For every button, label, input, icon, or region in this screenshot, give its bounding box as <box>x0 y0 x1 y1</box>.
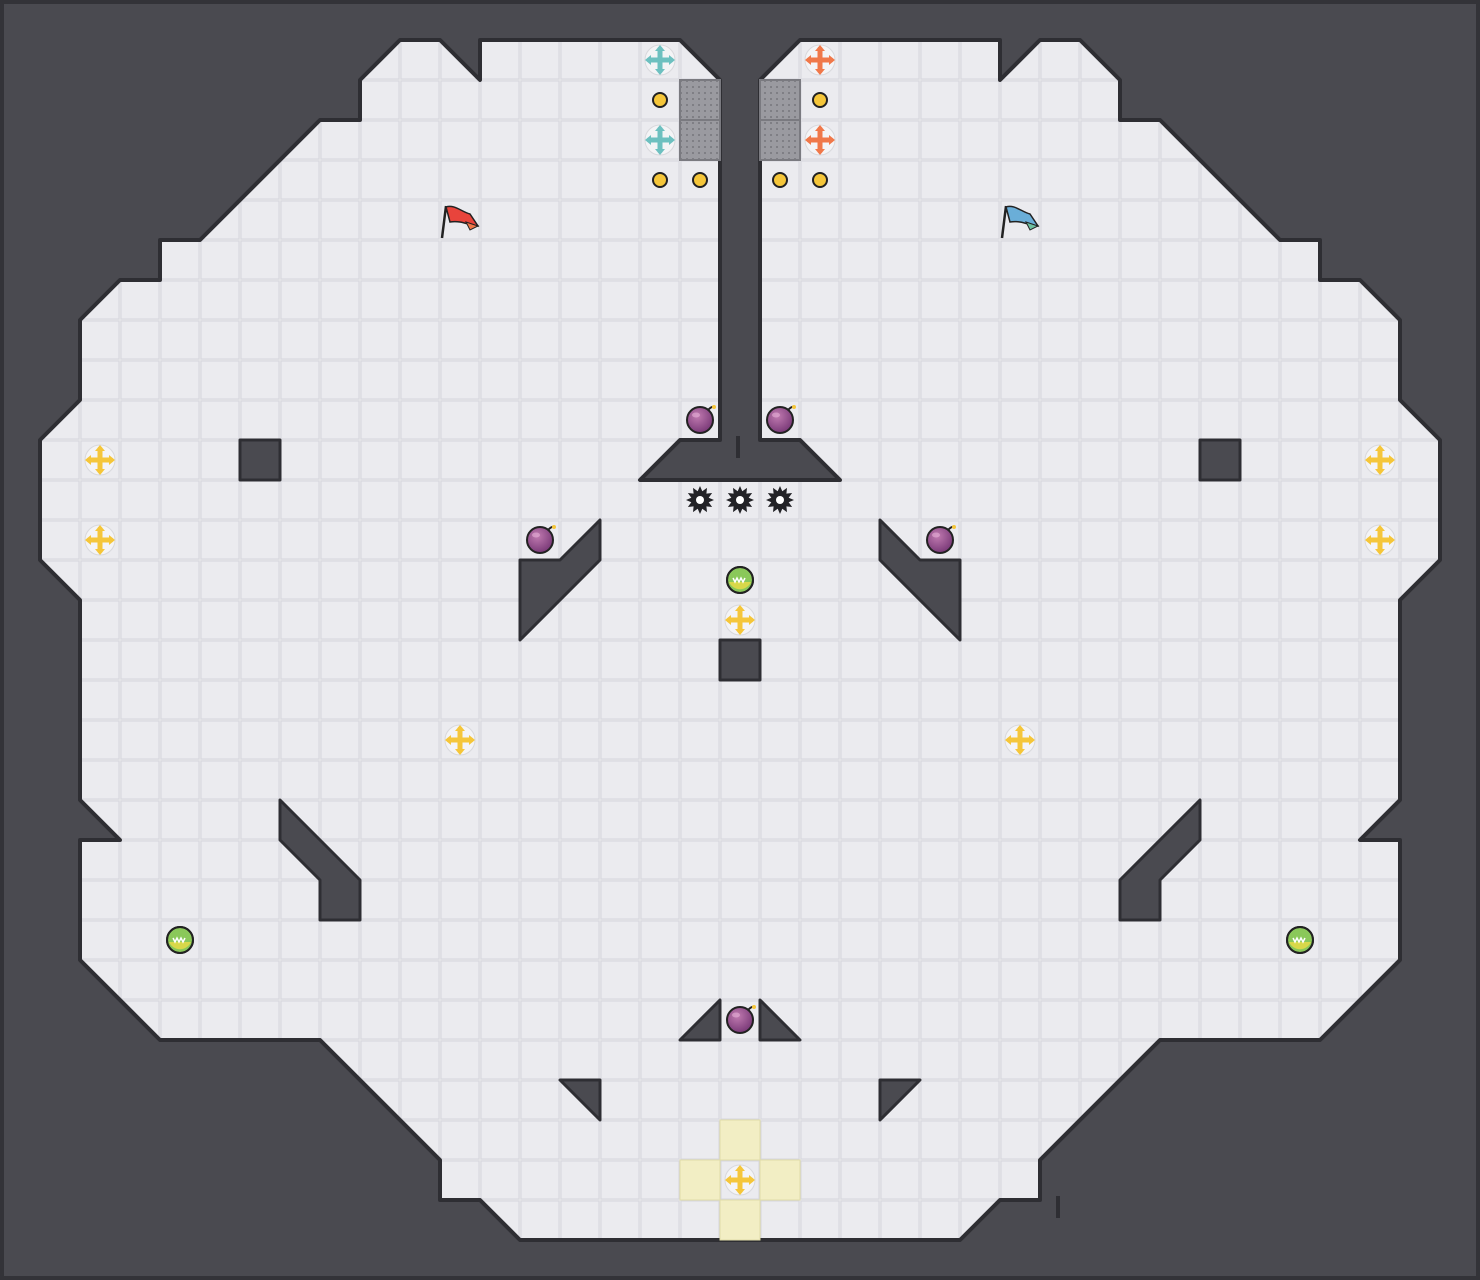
bomb-icon[interactable] <box>526 525 556 554</box>
neutral-boost-icon[interactable] <box>84 444 116 476</box>
bomb-icon[interactable] <box>686 405 716 434</box>
button-icon[interactable] <box>652 92 668 108</box>
button-icon[interactable] <box>812 92 828 108</box>
wall-notch <box>736 436 740 458</box>
gate-tile <box>759 119 801 161</box>
team-red-boost-icon[interactable] <box>804 44 836 76</box>
button-icon[interactable] <box>652 172 668 188</box>
wall-triangle <box>878 1078 922 1122</box>
neutral-boost-icon[interactable] <box>1004 724 1036 756</box>
neutral-boost-icon[interactable] <box>444 724 476 756</box>
team-blue-boost-icon[interactable] <box>644 124 676 156</box>
yellow-portal-tile <box>759 1159 801 1201</box>
blue-flag-icon[interactable] <box>1000 205 1040 239</box>
neutral-boost-icon[interactable] <box>1364 524 1396 556</box>
gate-tile <box>679 79 721 121</box>
yellow-portal-tile <box>679 1159 721 1201</box>
powerup-icon[interactable] <box>726 566 754 594</box>
gate-tile <box>759 79 801 121</box>
spike-icon <box>726 486 754 514</box>
team-red-boost-icon[interactable] <box>804 124 836 156</box>
wall-triangle <box>758 998 802 1042</box>
wall-ramp <box>878 518 962 642</box>
bomb-icon[interactable] <box>726 1005 756 1034</box>
yellow-portal-tile <box>719 1199 761 1241</box>
powerup-icon[interactable] <box>1286 926 1314 954</box>
yellow-portal-tile <box>719 1119 761 1161</box>
bomb-icon[interactable] <box>766 405 796 434</box>
wall-notch <box>1056 1196 1060 1218</box>
wall-triangle <box>558 1078 602 1122</box>
neutral-boost-icon[interactable] <box>84 524 116 556</box>
spike-icon <box>766 486 794 514</box>
neutral-boost-icon[interactable] <box>724 1164 756 1196</box>
button-icon[interactable] <box>692 172 708 188</box>
gate-tile <box>679 119 721 161</box>
wall-ramp <box>278 798 362 922</box>
wall-block <box>238 438 282 482</box>
powerup-icon[interactable] <box>166 926 194 954</box>
wall-ramp <box>518 518 602 642</box>
bomb-icon[interactable] <box>926 525 956 554</box>
wall-block <box>718 638 762 682</box>
wall-block <box>1198 438 1242 482</box>
button-icon[interactable] <box>772 172 788 188</box>
spike-icon <box>686 486 714 514</box>
neutral-boost-icon[interactable] <box>724 604 756 636</box>
wall-ramp <box>1118 798 1202 922</box>
red-flag-icon[interactable] <box>440 205 480 239</box>
team-blue-boost-icon[interactable] <box>644 44 676 76</box>
neutral-boost-icon[interactable] <box>1364 444 1396 476</box>
wall-triangle <box>678 998 722 1042</box>
button-icon[interactable] <box>812 172 828 188</box>
